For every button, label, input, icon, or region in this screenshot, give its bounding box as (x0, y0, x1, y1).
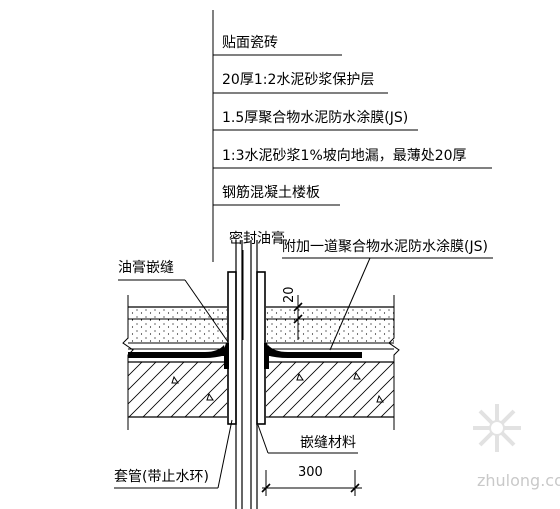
dimension-thickness: 20 (282, 286, 306, 340)
pipe-sleeve (222, 240, 271, 509)
leader-sleeve (217, 419, 233, 489)
layer-label-protective: 20厚1:2水泥砂浆保护层 (222, 72, 374, 88)
dimension-width: 300 (261, 465, 362, 496)
layer-label-slab: 钢筋混凝土楼板 (222, 184, 320, 201)
watermark-logo (473, 404, 521, 452)
callout-caulked-joint: 油膏嵌缝 (118, 259, 174, 276)
dimension-label-width: 300 (298, 465, 323, 480)
leader-joint-filler (257, 424, 269, 454)
floor-section-left (128, 306, 227, 418)
break-line-right (388, 295, 400, 430)
dimension-label-thickness: 20 (282, 286, 297, 303)
callout-sleeve: 套管(带止水环) (114, 469, 209, 485)
aggregate-mark (171, 371, 384, 403)
leader-additional-membrane (329, 257, 371, 351)
layer-label-tile: 贴面瓷砖 (222, 35, 278, 51)
layer-label-screed: 1:3水泥砂浆1%坡向地漏，最薄处20厚 (222, 148, 467, 164)
watermark-text: zhulong.com (477, 471, 560, 490)
callout-sealant: 密封油膏 (229, 230, 285, 247)
layer-label-waterproof: 1.5厚聚合物水泥防水涂膜(JS) (222, 110, 408, 126)
callout-joint-filler: 嵌缝材料 (300, 435, 356, 451)
floor-section-right (266, 306, 394, 418)
break-line-left (122, 295, 134, 430)
callout-additional-membrane: 附加一道聚合物水泥防水涂膜(JS) (282, 239, 488, 255)
leader-caulked-joint (184, 279, 229, 343)
